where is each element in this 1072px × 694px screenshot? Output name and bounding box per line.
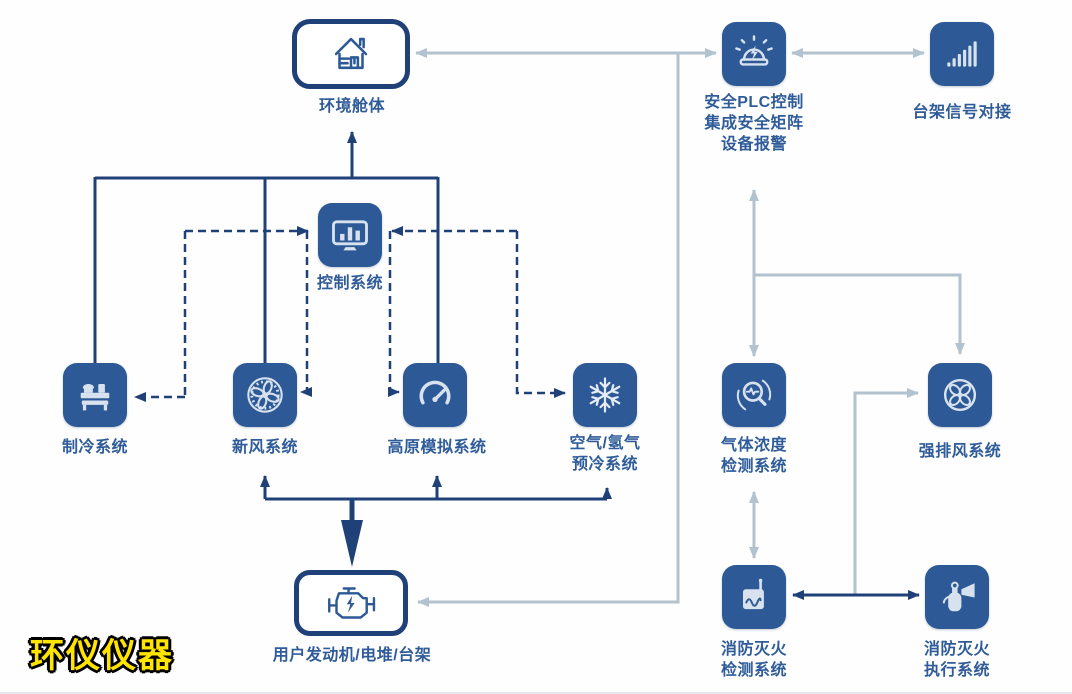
node-fresh-air-label: 新风系统 xyxy=(231,439,298,456)
node-gas-detect-label: 气体浓度 检测系统 xyxy=(720,437,787,475)
exhaust-fan-icon xyxy=(943,378,977,412)
duct-fan-icon xyxy=(247,377,283,413)
node-exhaust-label: 强排风系统 xyxy=(918,443,1002,460)
node-altitude-label: 高原模拟系统 xyxy=(387,439,487,456)
node-chamber xyxy=(292,19,410,89)
link-dash-into-altitude xyxy=(388,231,400,397)
node-fire-detect-label: 消防灭火 检测系统 xyxy=(720,641,787,679)
node-engine-label: 用户发动机/电堆/台架 xyxy=(272,647,432,664)
node-gas-detect xyxy=(722,363,786,427)
dashed-control-lines xyxy=(134,226,566,402)
link-plcline-engine xyxy=(417,53,680,607)
house-icon xyxy=(334,37,368,70)
solid-distribution-lines xyxy=(93,131,920,600)
node-plc xyxy=(722,22,786,86)
fire-detector-icon xyxy=(743,578,764,610)
fire-extinguisher-icon xyxy=(942,581,975,612)
signal-bars-icon xyxy=(947,41,977,67)
link-fireline-exhaust xyxy=(853,388,919,594)
snowflake-icon xyxy=(589,377,621,413)
link-collector-engine-arrowhead xyxy=(341,520,363,567)
node-fire-exec-label: 消防灭火 执行系统 xyxy=(923,641,990,679)
alarm-siren-icon xyxy=(735,35,773,66)
node-plc-label: 安全PLC控制 集成安全矩阵 设备报警 xyxy=(704,94,804,153)
node-control-label: 控制系统 xyxy=(316,275,383,292)
node-altitude xyxy=(403,363,467,427)
link-dash-into-precool xyxy=(515,231,566,398)
monitor-chart-icon xyxy=(332,220,368,251)
gray-signal-lines xyxy=(415,48,965,607)
node-cooling-label: 制冷系统 xyxy=(61,439,128,456)
node-control xyxy=(318,203,382,267)
node-chamber-label: 环境舱体 xyxy=(318,98,385,115)
gauge-icon xyxy=(419,380,451,405)
node-exhaust xyxy=(928,363,992,427)
link-dash-into-freshair xyxy=(300,231,312,397)
node-cooling xyxy=(63,363,127,427)
node-bench-signal xyxy=(930,22,994,86)
gas-magnifier-icon xyxy=(736,379,772,411)
engine-icon xyxy=(328,587,376,619)
node-bench-signal-label: 台架信号对接 xyxy=(912,104,1012,121)
node-precool-label: 空气/氢气 预冷系统 xyxy=(569,435,641,473)
node-fire-detect xyxy=(722,565,786,629)
node-fresh-air xyxy=(233,363,297,427)
chiller-icon xyxy=(80,384,110,411)
node-fire-exec xyxy=(925,565,989,629)
link-plc-exhaust xyxy=(754,273,965,355)
node-precool xyxy=(573,363,637,427)
brand-logo: 环仪仪器 xyxy=(30,637,174,675)
node-engine xyxy=(294,570,408,636)
